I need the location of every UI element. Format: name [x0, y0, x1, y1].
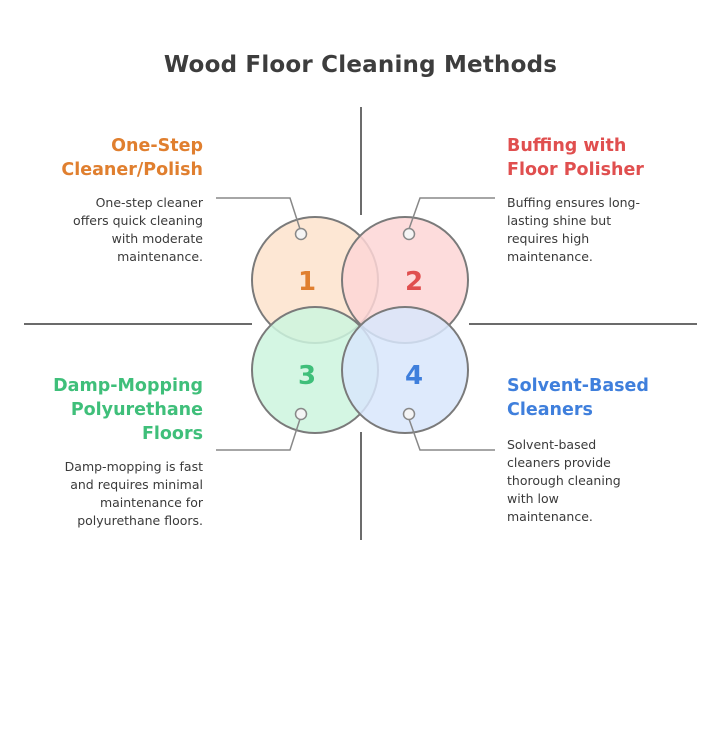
connector-dot-2 — [402, 227, 416, 241]
description-buffing: Buffing ensures long- lasting shine but … — [507, 195, 640, 264]
connector-3 — [216, 418, 301, 451]
number-2: 2 — [405, 267, 423, 297]
description-damp-mopping: Damp-mopping is fast and requires minima… — [64, 459, 203, 528]
heading-solvent-based: Solvent-Based Cleaners — [507, 376, 649, 420]
heading-buffing: Buffing with Floor Polisher — [507, 136, 644, 180]
number-4: 4 — [405, 361, 423, 391]
number-3: 3 — [298, 361, 316, 391]
diagram-title: Wood Floor Cleaning Methods — [163, 52, 558, 78]
description-one-step-cleaner: One-step cleaner offers quick cleaning w… — [73, 195, 203, 264]
connector-4 — [408, 418, 495, 451]
connector-dot-3 — [294, 407, 308, 421]
description-solvent-based: Solvent-based cleaners provide thorough … — [507, 437, 621, 524]
heading-damp-mopping: Damp-Mopping Polyurethane Floors — [53, 376, 203, 444]
connector-1 — [216, 197, 301, 230]
heading-one-step-cleaner: One-Step Cleaner/Polish — [61, 136, 203, 180]
number-1: 1 — [298, 267, 316, 297]
connector-dot-1 — [294, 227, 308, 241]
circle-4 — [341, 306, 469, 434]
connector-2 — [408, 197, 495, 230]
connector-dot-4 — [402, 407, 416, 421]
